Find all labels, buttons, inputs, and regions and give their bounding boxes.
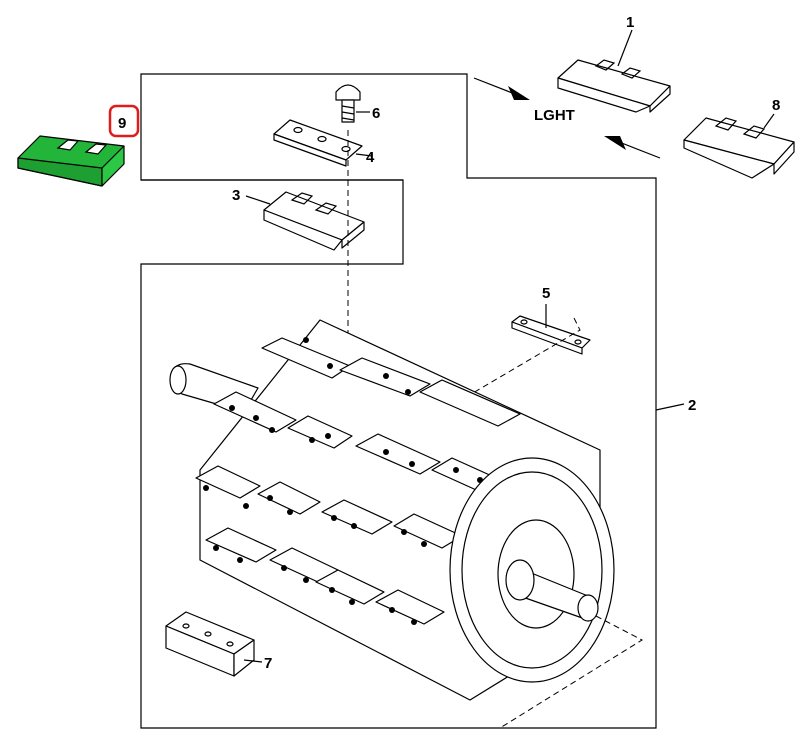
leader-4 xyxy=(355,153,373,157)
rotor-knife-row-low xyxy=(195,465,463,549)
highlight-ring xyxy=(108,104,140,138)
callout-1: 1 xyxy=(626,14,634,31)
callout-2: 2 xyxy=(688,397,696,414)
leader-1 xyxy=(617,29,633,67)
direction-arrows xyxy=(473,77,661,159)
callout-8: 8 xyxy=(772,97,780,114)
part-4-plate[interactable] xyxy=(273,119,363,167)
leader-2 xyxy=(655,403,685,411)
part-8-knife[interactable] xyxy=(683,117,795,179)
leader-8 xyxy=(763,113,775,129)
rotor-knife-row-bottom xyxy=(205,527,445,625)
callout-6: 6 xyxy=(372,105,380,122)
assembly-line-shaft xyxy=(499,615,644,729)
callout-3: 3 xyxy=(232,187,240,204)
callout-5: 5 xyxy=(542,285,550,302)
leader-3 xyxy=(245,195,271,205)
part-7-bracket[interactable] xyxy=(165,611,255,677)
leader-7 xyxy=(243,659,263,663)
highlighted-part-9[interactable] xyxy=(17,135,125,187)
part-5-plate[interactable] xyxy=(511,315,591,355)
part-6-bolt[interactable] xyxy=(335,84,361,123)
part-1-knife[interactable] xyxy=(557,59,671,113)
part-2-rotor[interactable] xyxy=(169,319,615,701)
part-3-knife[interactable] xyxy=(263,191,365,251)
direction-label: LGHT xyxy=(534,107,575,124)
callout-7: 7 xyxy=(264,655,272,672)
callout-4: 4 xyxy=(366,149,375,166)
rotor-bolts xyxy=(203,337,483,625)
callout-9: 9 xyxy=(118,115,126,132)
